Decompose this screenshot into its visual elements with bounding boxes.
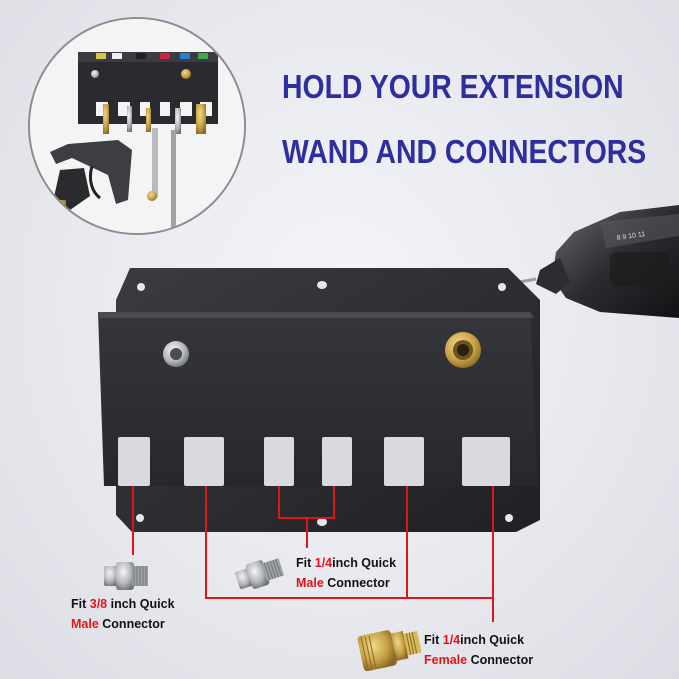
headline-line-1: HOLD YOUR EXTENSION: [282, 68, 624, 105]
svg-text:8 9 10 11: 8 9 10 11: [616, 231, 645, 242]
callout-middle: Fit 1/4inch Quick Male Connector: [296, 556, 397, 590]
inset-photo: [28, 17, 246, 235]
headline-line-2: WAND AND CONNECTORS: [282, 133, 647, 170]
male-connector-1-4: [235, 558, 285, 590]
callout-lines: [132, 486, 494, 622]
male-connector-3-8: [104, 562, 148, 590]
drill: 8 9 10 11: [499, 205, 679, 318]
callout-left: Fit 3/8 inch Quick Male Connector: [71, 597, 175, 631]
female-connector-1-4: [357, 630, 422, 672]
callout-right: Fit 1/4inch Quick Female Connector: [424, 633, 534, 667]
wall-mount-rack: [98, 268, 540, 532]
